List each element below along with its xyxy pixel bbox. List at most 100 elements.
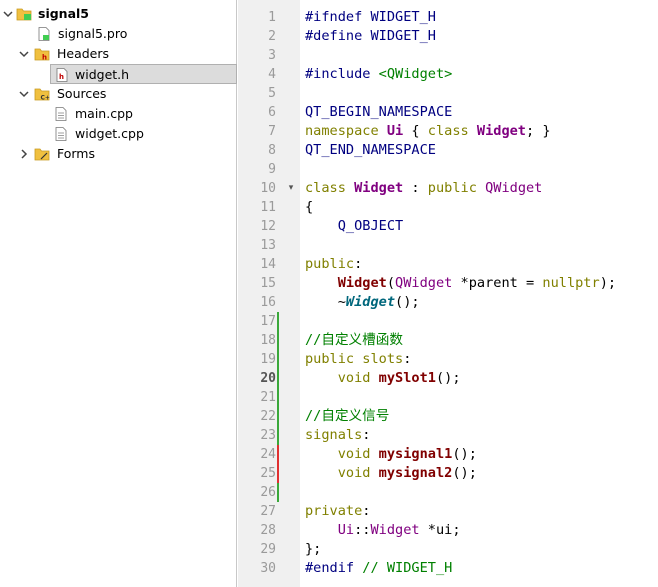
code-line[interactable]: Q_OBJECT	[305, 217, 403, 236]
tree-item-pro-file[interactable]: signal5.pro	[0, 24, 237, 44]
line-number: 14	[260, 257, 276, 272]
svg-text:C++: C++	[41, 95, 51, 102]
line-number: 9	[268, 162, 276, 177]
code-token: ();	[395, 294, 420, 310]
code-line[interactable]: {	[305, 198, 313, 217]
code-token: nullptr	[542, 275, 600, 291]
code-token: {	[403, 123, 428, 139]
code-token: mysignal1	[378, 446, 453, 462]
chevron-down-icon[interactable]	[2, 4, 14, 24]
line-number: 16	[260, 295, 276, 310]
line-number: 25	[260, 466, 276, 481]
code-token: private	[305, 503, 363, 519]
code-line[interactable]: QT_BEGIN_NAMESPACE	[305, 103, 452, 122]
code-token: // WIDGET_H	[362, 560, 453, 576]
sources-label: Sources	[57, 86, 107, 101]
code-line[interactable]: ~Widget();	[305, 293, 420, 312]
code-token: #include	[305, 66, 379, 82]
line-number: 22	[260, 409, 276, 424]
tree-item-main-cpp[interactable]: main.cpp	[0, 104, 237, 124]
widget-h-label: widget.h	[75, 67, 130, 82]
tree-item-widget-h[interactable]: h widget.h	[50, 64, 237, 84]
line-number: 21	[260, 390, 276, 405]
code-line[interactable]: public:	[305, 255, 362, 274]
chevron-right-icon[interactable]	[18, 144, 30, 164]
chevron-down-icon[interactable]	[18, 44, 30, 64]
tree-item-widget-cpp[interactable]: widget.cpp	[0, 124, 237, 144]
code-token: );	[599, 275, 617, 291]
code-line[interactable]: private:	[305, 502, 370, 521]
code-line[interactable]: #define WIDGET_H	[305, 27, 436, 46]
code-line[interactable]: //自定义槽函数	[305, 331, 403, 350]
code-token: #define WIDGET_H	[305, 28, 436, 44]
code-token	[305, 370, 338, 386]
project-name: signal5	[38, 6, 89, 21]
code-token: };	[305, 541, 322, 557]
code-token: (	[386, 275, 396, 291]
line-number: 18	[260, 333, 276, 348]
code-token: *	[452, 275, 469, 291]
tree-item-forms[interactable]: Forms	[0, 144, 237, 164]
tree-item-headers[interactable]: h Headers	[0, 44, 237, 64]
tree-item-sources[interactable]: C++ Sources	[0, 84, 237, 104]
code-token: class	[305, 180, 355, 196]
code-line[interactable]: namespace Ui { class Widget; }	[305, 122, 551, 141]
line-number: 30	[260, 561, 276, 576]
code-token: ();	[452, 465, 477, 481]
line-number: 15	[260, 276, 276, 291]
qt-project-folder-icon	[16, 8, 32, 21]
code-line[interactable]: Widget(QWidget *parent = nullptr);	[305, 274, 616, 293]
code-line[interactable]: void mySlot1();	[305, 369, 461, 388]
line-number: 3	[268, 48, 276, 63]
code-line[interactable]: signals:	[305, 426, 370, 445]
code-token: public	[305, 256, 355, 272]
line-number: 8	[268, 143, 276, 158]
code-token: :	[362, 427, 371, 443]
code-line[interactable]: //自定义信号	[305, 407, 389, 426]
code-token	[305, 446, 338, 462]
code-token	[305, 465, 338, 481]
project-tree[interactable]: signal5 signal5.pro h Headers h widget.h	[0, 0, 237, 587]
code-line[interactable]: void mysignal2();	[305, 464, 477, 483]
main-cpp-label: main.cpp	[75, 106, 133, 121]
code-token: :	[403, 180, 428, 196]
tree-item-project[interactable]: signal5	[0, 4, 237, 24]
code-token: parent	[468, 275, 518, 291]
code-token: Q_OBJECT	[337, 218, 404, 234]
code-line[interactable]: #endif // WIDGET_H	[305, 559, 452, 578]
code-token: :	[403, 351, 412, 367]
line-number: 26	[260, 485, 276, 500]
pro-file-label: signal5.pro	[58, 26, 128, 41]
code-token: #endif	[305, 560, 363, 576]
code-token: public slots	[305, 351, 404, 367]
line-number: 29	[260, 542, 276, 557]
code-token: mysignal2	[378, 465, 453, 481]
line-number: 13	[260, 238, 276, 253]
code-token: ui	[435, 522, 453, 538]
code-line[interactable]: void mysignal1();	[305, 445, 477, 464]
line-number: 17	[260, 314, 276, 329]
forms-label: Forms	[57, 146, 96, 161]
code-token: ~	[305, 294, 346, 310]
code-token: :	[354, 256, 363, 272]
code-token: public	[427, 180, 486, 196]
code-line[interactable]: QT_END_NAMESPACE	[305, 141, 436, 160]
change-marker-added	[277, 312, 279, 445]
code-token: <QWidget>	[378, 66, 453, 82]
forms-folder-icon	[34, 148, 50, 161]
code-line[interactable]: #ifndef WIDGET_H	[305, 8, 436, 27]
code-token: void	[337, 446, 379, 462]
code-line[interactable]: };	[305, 540, 321, 559]
line-number: 11	[260, 200, 276, 215]
code-token: :	[362, 503, 371, 519]
fold-marker-icon[interactable]: ▾	[288, 183, 294, 193]
code-token: namespace	[305, 123, 387, 139]
chevron-down-icon[interactable]	[18, 84, 30, 104]
code-line[interactable]: public slots:	[305, 350, 411, 369]
code-line[interactable]: Ui::Widget *ui;	[305, 521, 461, 540]
headers-folder-icon: h	[34, 48, 50, 61]
code-line[interactable]: #include <QWidget>	[305, 65, 452, 84]
line-number: 20	[260, 371, 276, 386]
code-line[interactable]: class Widget : public QWidget	[305, 179, 542, 198]
